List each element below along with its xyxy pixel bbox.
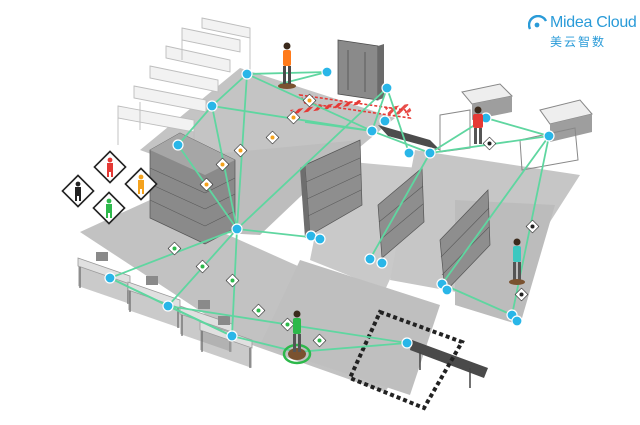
tracking-node bbox=[404, 148, 414, 158]
tracking-node bbox=[105, 273, 115, 283]
tracking-node bbox=[173, 140, 183, 150]
worker-idle-icon bbox=[62, 175, 93, 206]
tracking-node bbox=[365, 254, 375, 264]
brand-name: Midea Cloud bbox=[550, 14, 637, 32]
brand-subtitle: 美云智数 bbox=[550, 33, 606, 50]
control-cabinet bbox=[338, 40, 384, 100]
tracking-node bbox=[232, 224, 242, 234]
tracking-node bbox=[227, 331, 237, 341]
tracking-node bbox=[242, 69, 252, 79]
tracking-node bbox=[425, 148, 435, 158]
tracking-node bbox=[380, 116, 390, 126]
tracking-node bbox=[315, 234, 325, 244]
tracking-node bbox=[322, 67, 332, 77]
tracking-node bbox=[377, 258, 387, 268]
tracking-node bbox=[163, 301, 173, 311]
tracking-node bbox=[367, 126, 377, 136]
tracking-node bbox=[442, 285, 452, 295]
tracking-node bbox=[382, 83, 392, 93]
tracking-node bbox=[512, 316, 522, 326]
tracking-node bbox=[207, 101, 217, 111]
tracking-node bbox=[544, 131, 554, 141]
tracking-node bbox=[402, 338, 412, 348]
midea-logo-icon bbox=[528, 15, 548, 33]
worker-danger-icon bbox=[94, 151, 125, 182]
brand-logo: Midea Cloud 美云智数 bbox=[528, 12, 634, 52]
